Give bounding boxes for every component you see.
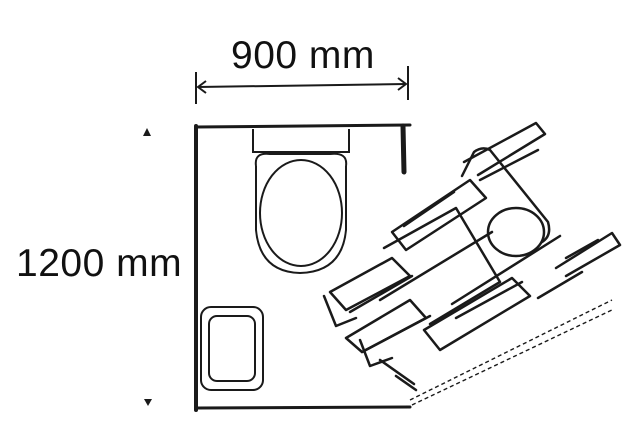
door-icon xyxy=(409,299,615,406)
wheelchair-user-icon xyxy=(322,121,622,392)
room-walls xyxy=(194,123,412,412)
width-dimension-label: 900 mm xyxy=(231,34,375,77)
toilet-icon xyxy=(252,129,350,275)
washbasin-icon xyxy=(200,306,264,391)
height-dimension-marks xyxy=(143,128,152,406)
height-dimension-label: 1200 mm xyxy=(16,242,183,285)
width-dimension-line xyxy=(195,66,409,104)
